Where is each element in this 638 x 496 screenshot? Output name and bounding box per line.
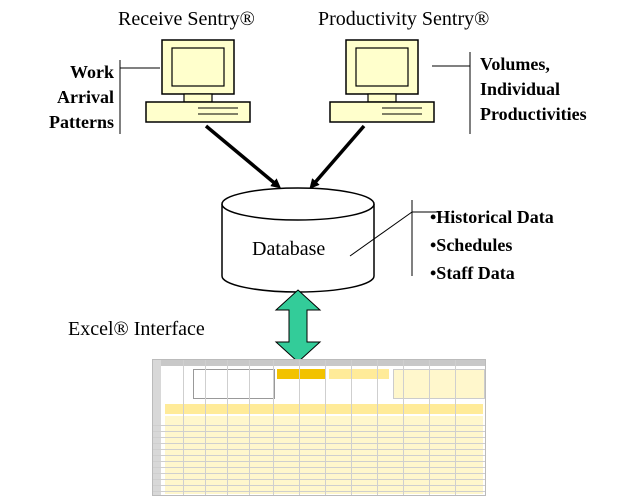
database-item-schedules: •Schedules bbox=[430, 235, 513, 255]
database-items-bracket bbox=[349, 200, 440, 276]
right-label-line-2: Individual bbox=[480, 79, 561, 99]
productivity-sentry-title: Productivity Sentry® bbox=[318, 8, 490, 30]
receive-sentry-computer-icon bbox=[145, 39, 251, 123]
database-cylinder-icon bbox=[221, 187, 375, 293]
excel-interface-label: Excel® Interface bbox=[68, 318, 205, 340]
arrow-productivity-to-database bbox=[309, 124, 366, 190]
left-label-line-2: Arrival bbox=[57, 87, 114, 107]
arrow-receive-to-database bbox=[204, 124, 282, 189]
double-arrow-icon bbox=[274, 289, 322, 363]
left-label-line-3: Patterns bbox=[49, 112, 114, 132]
productivity-sentry-computer-icon bbox=[329, 39, 435, 123]
database-items-list: •Historical Data •Schedules •Staff Data bbox=[430, 203, 554, 287]
excel-spreadsheet-thumbnail bbox=[152, 359, 486, 496]
receive-sentry-title: Receive Sentry® bbox=[118, 8, 255, 30]
right-bracket bbox=[432, 52, 471, 134]
left-label-line-1: Work bbox=[69, 62, 114, 82]
work-arrival-patterns-label: Work Arrival Patterns bbox=[28, 60, 114, 135]
database-label: Database bbox=[252, 238, 326, 260]
volumes-productivities-label: Volumes, Individual Productivities bbox=[480, 52, 587, 127]
right-label-line-1: Volumes, bbox=[480, 54, 550, 74]
right-label-line-3: Productivities bbox=[480, 104, 587, 124]
database-item-historical: •Historical Data bbox=[430, 207, 554, 227]
database-item-staff: •Staff Data bbox=[430, 263, 515, 283]
left-bracket bbox=[119, 60, 160, 134]
